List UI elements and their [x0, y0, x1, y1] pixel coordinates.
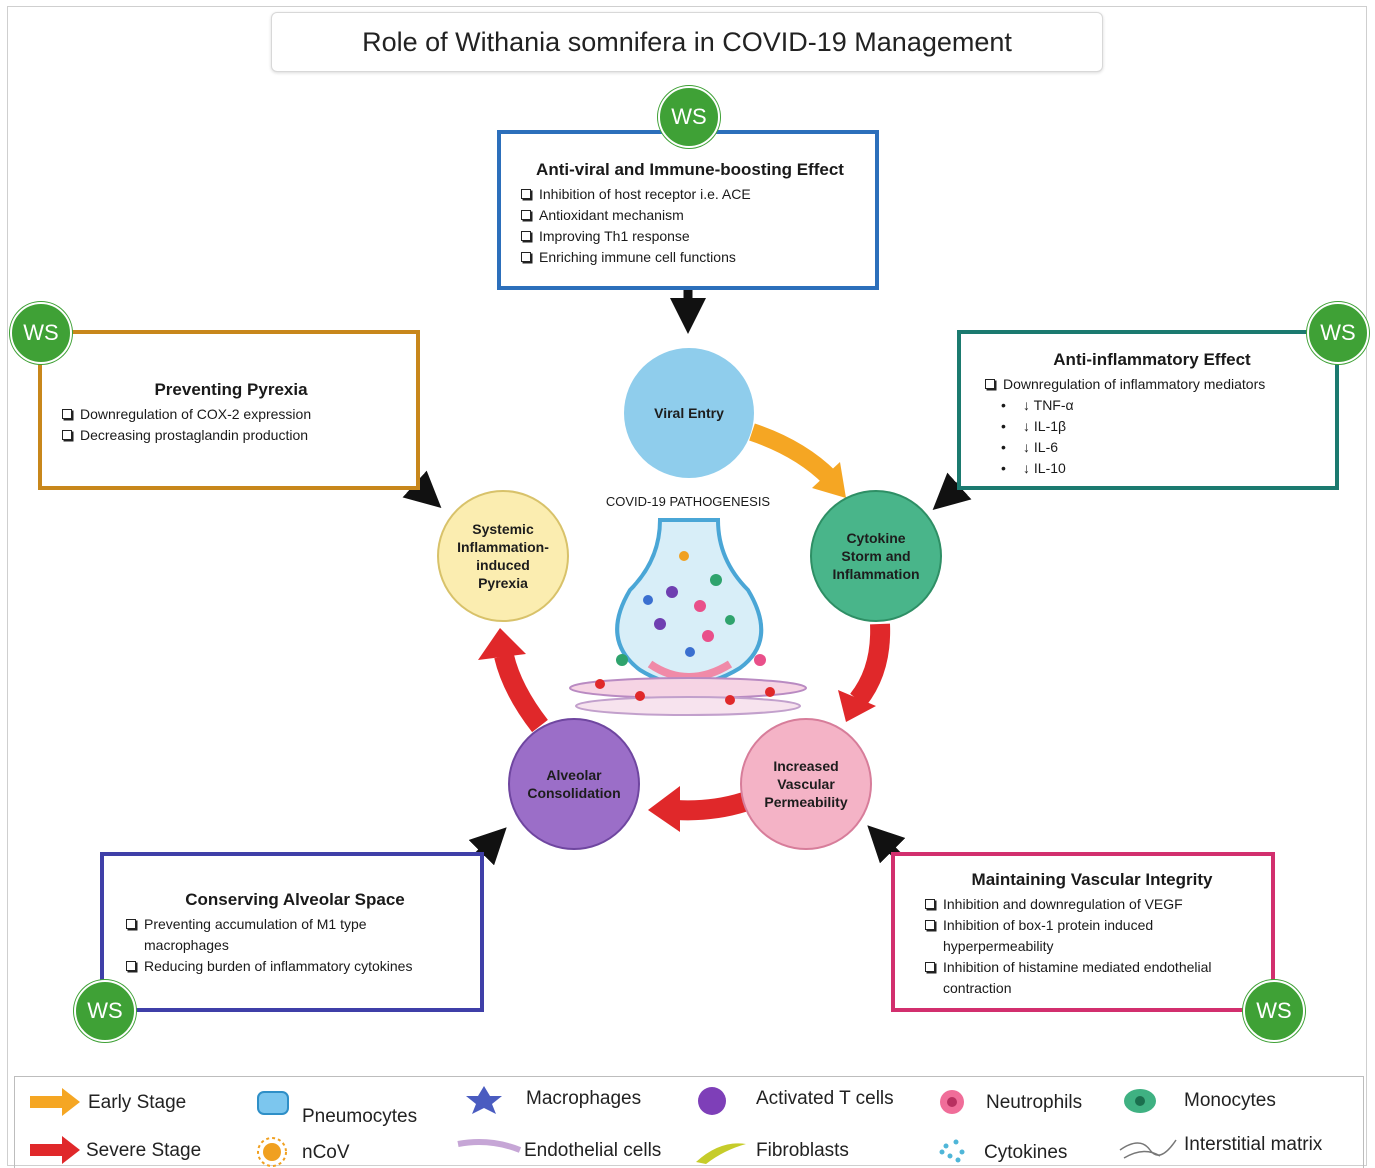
- alveolus-illustration: [569, 518, 807, 716]
- legend-early-stage: Early Stage: [88, 1092, 187, 1113]
- vascular-item: Inhibition and downregulation of VEGF: [923, 894, 1261, 915]
- legend-neutrophils: Neutrophils: [986, 1092, 1083, 1113]
- legend-monocytes: Monocytes: [1184, 1090, 1276, 1111]
- alveolar-item: Reducing burden of inflammatory cytokine…: [124, 956, 466, 977]
- antiviral-title: Anti-viral and Immune-boosting Effect: [536, 160, 844, 179]
- antiinflammatory-box: Anti-inflammatory Effect Downregulation …: [957, 330, 1339, 490]
- legend-ncov: nCoV: [302, 1142, 350, 1163]
- legend-cytokines: Cytokines: [984, 1142, 1068, 1163]
- vascular-box: Maintaining Vascular Integrity Inhibitio…: [891, 852, 1275, 1012]
- pyrexia-item: Decreasing prostaglandin production: [60, 425, 402, 446]
- alveolar-box: Conserving Alveolar Space Preventing acc…: [100, 852, 484, 1012]
- antiinflammatory-subitem: ↓ TNF-α: [983, 395, 1321, 416]
- early-stage-arrowhead: [812, 462, 846, 498]
- covid-pathogenesis-label: COVID-19 PATHOGENESIS: [605, 494, 771, 509]
- ws-badge-vascular: WS: [1243, 980, 1305, 1042]
- figure-title: Role of Withania somnifera in COVID-19 M…: [271, 12, 1103, 72]
- legend-icons: [30, 1086, 1177, 1167]
- antiviral-box: Anti-viral and Immune-boosting Effect In…: [497, 130, 879, 290]
- antiinflammatory-subitem: ↓ IL-10: [983, 458, 1321, 479]
- severe-arrowhead-3: [478, 628, 526, 660]
- antiinflammatory-title: Anti-inflammatory Effect: [1053, 350, 1251, 369]
- early-stage-arrow: [749, 423, 837, 485]
- circle-systemic-pyrexia: Systemic Inflammation-induced Pyrexia: [437, 490, 569, 622]
- circle-viral-entry: Viral Entry: [624, 348, 754, 478]
- legend-fibroblasts: Fibroblasts: [756, 1140, 849, 1161]
- severe-arrow-permeability-to-consolidation: [675, 792, 747, 821]
- legend-activated-t-cells: Activated T cells: [756, 1088, 894, 1109]
- legend-interstitial-matrix: Interstitial matrix: [1184, 1134, 1323, 1155]
- antiinflammatory-item: Downregulation of inflammatory mediators: [983, 374, 1321, 395]
- legend-severe-stage: Severe Stage: [86, 1140, 202, 1161]
- pyrexia-title: Preventing Pyrexia: [154, 380, 308, 399]
- pyrexia-item: Downregulation of COX-2 expression: [60, 404, 402, 425]
- circle-cytokine-storm: Cytokine Storm and Inflammation: [810, 490, 942, 622]
- legend-pneumocytes: Pneumocytes: [302, 1106, 418, 1127]
- antiviral-item: Inhibition of host receptor i.e. ACE: [519, 184, 861, 205]
- circle-alveolar-consolidation: Alveolar Consolidation: [508, 718, 640, 850]
- alveolar-title: Conserving Alveolar Space: [185, 890, 405, 909]
- antiinflammatory-subitem: ↓ IL-1β: [983, 416, 1321, 437]
- ws-badge-pyrexia: WS: [10, 302, 72, 364]
- ws-badge-antiinflammatory: WS: [1307, 302, 1369, 364]
- severe-arrow-cytokine-to-permeability: [849, 623, 891, 707]
- ws-badge-alveolar: WS: [74, 980, 136, 1042]
- alveolar-item: Preventing accumulation of M1 type macro…: [124, 914, 434, 956]
- severe-arrowhead-1: [838, 690, 876, 722]
- vascular-item: Inhibition of box-1 protein induced hype…: [923, 915, 1203, 957]
- legend-endothelial-cells: Endothelial cells: [524, 1140, 662, 1161]
- pyrexia-box: Preventing Pyrexia Downregulation of COX…: [38, 330, 420, 490]
- circle-vascular-permeability: Increased Vascular Permeability: [740, 718, 872, 850]
- figure-frame: [7, 6, 1367, 1166]
- antiviral-item: Improving Th1 response: [519, 226, 861, 247]
- legend-macrophages: Macrophages: [526, 1088, 642, 1109]
- legend: [14, 1076, 1364, 1168]
- severe-arrowhead-2: [648, 786, 680, 832]
- antiviral-item: Antioxidant mechanism: [519, 205, 861, 226]
- antiinflammatory-subitem: ↓ IL-6: [983, 437, 1321, 458]
- antiviral-item: Enriching immune cell functions: [519, 247, 861, 268]
- vascular-item: Inhibition of histamine mediated endothe…: [923, 957, 1261, 999]
- vascular-title: Maintaining Vascular Integrity: [971, 870, 1213, 889]
- ws-badge-antiviral: WS: [658, 86, 720, 148]
- severe-arrow-consolidation-to-pyrexia: [494, 653, 548, 733]
